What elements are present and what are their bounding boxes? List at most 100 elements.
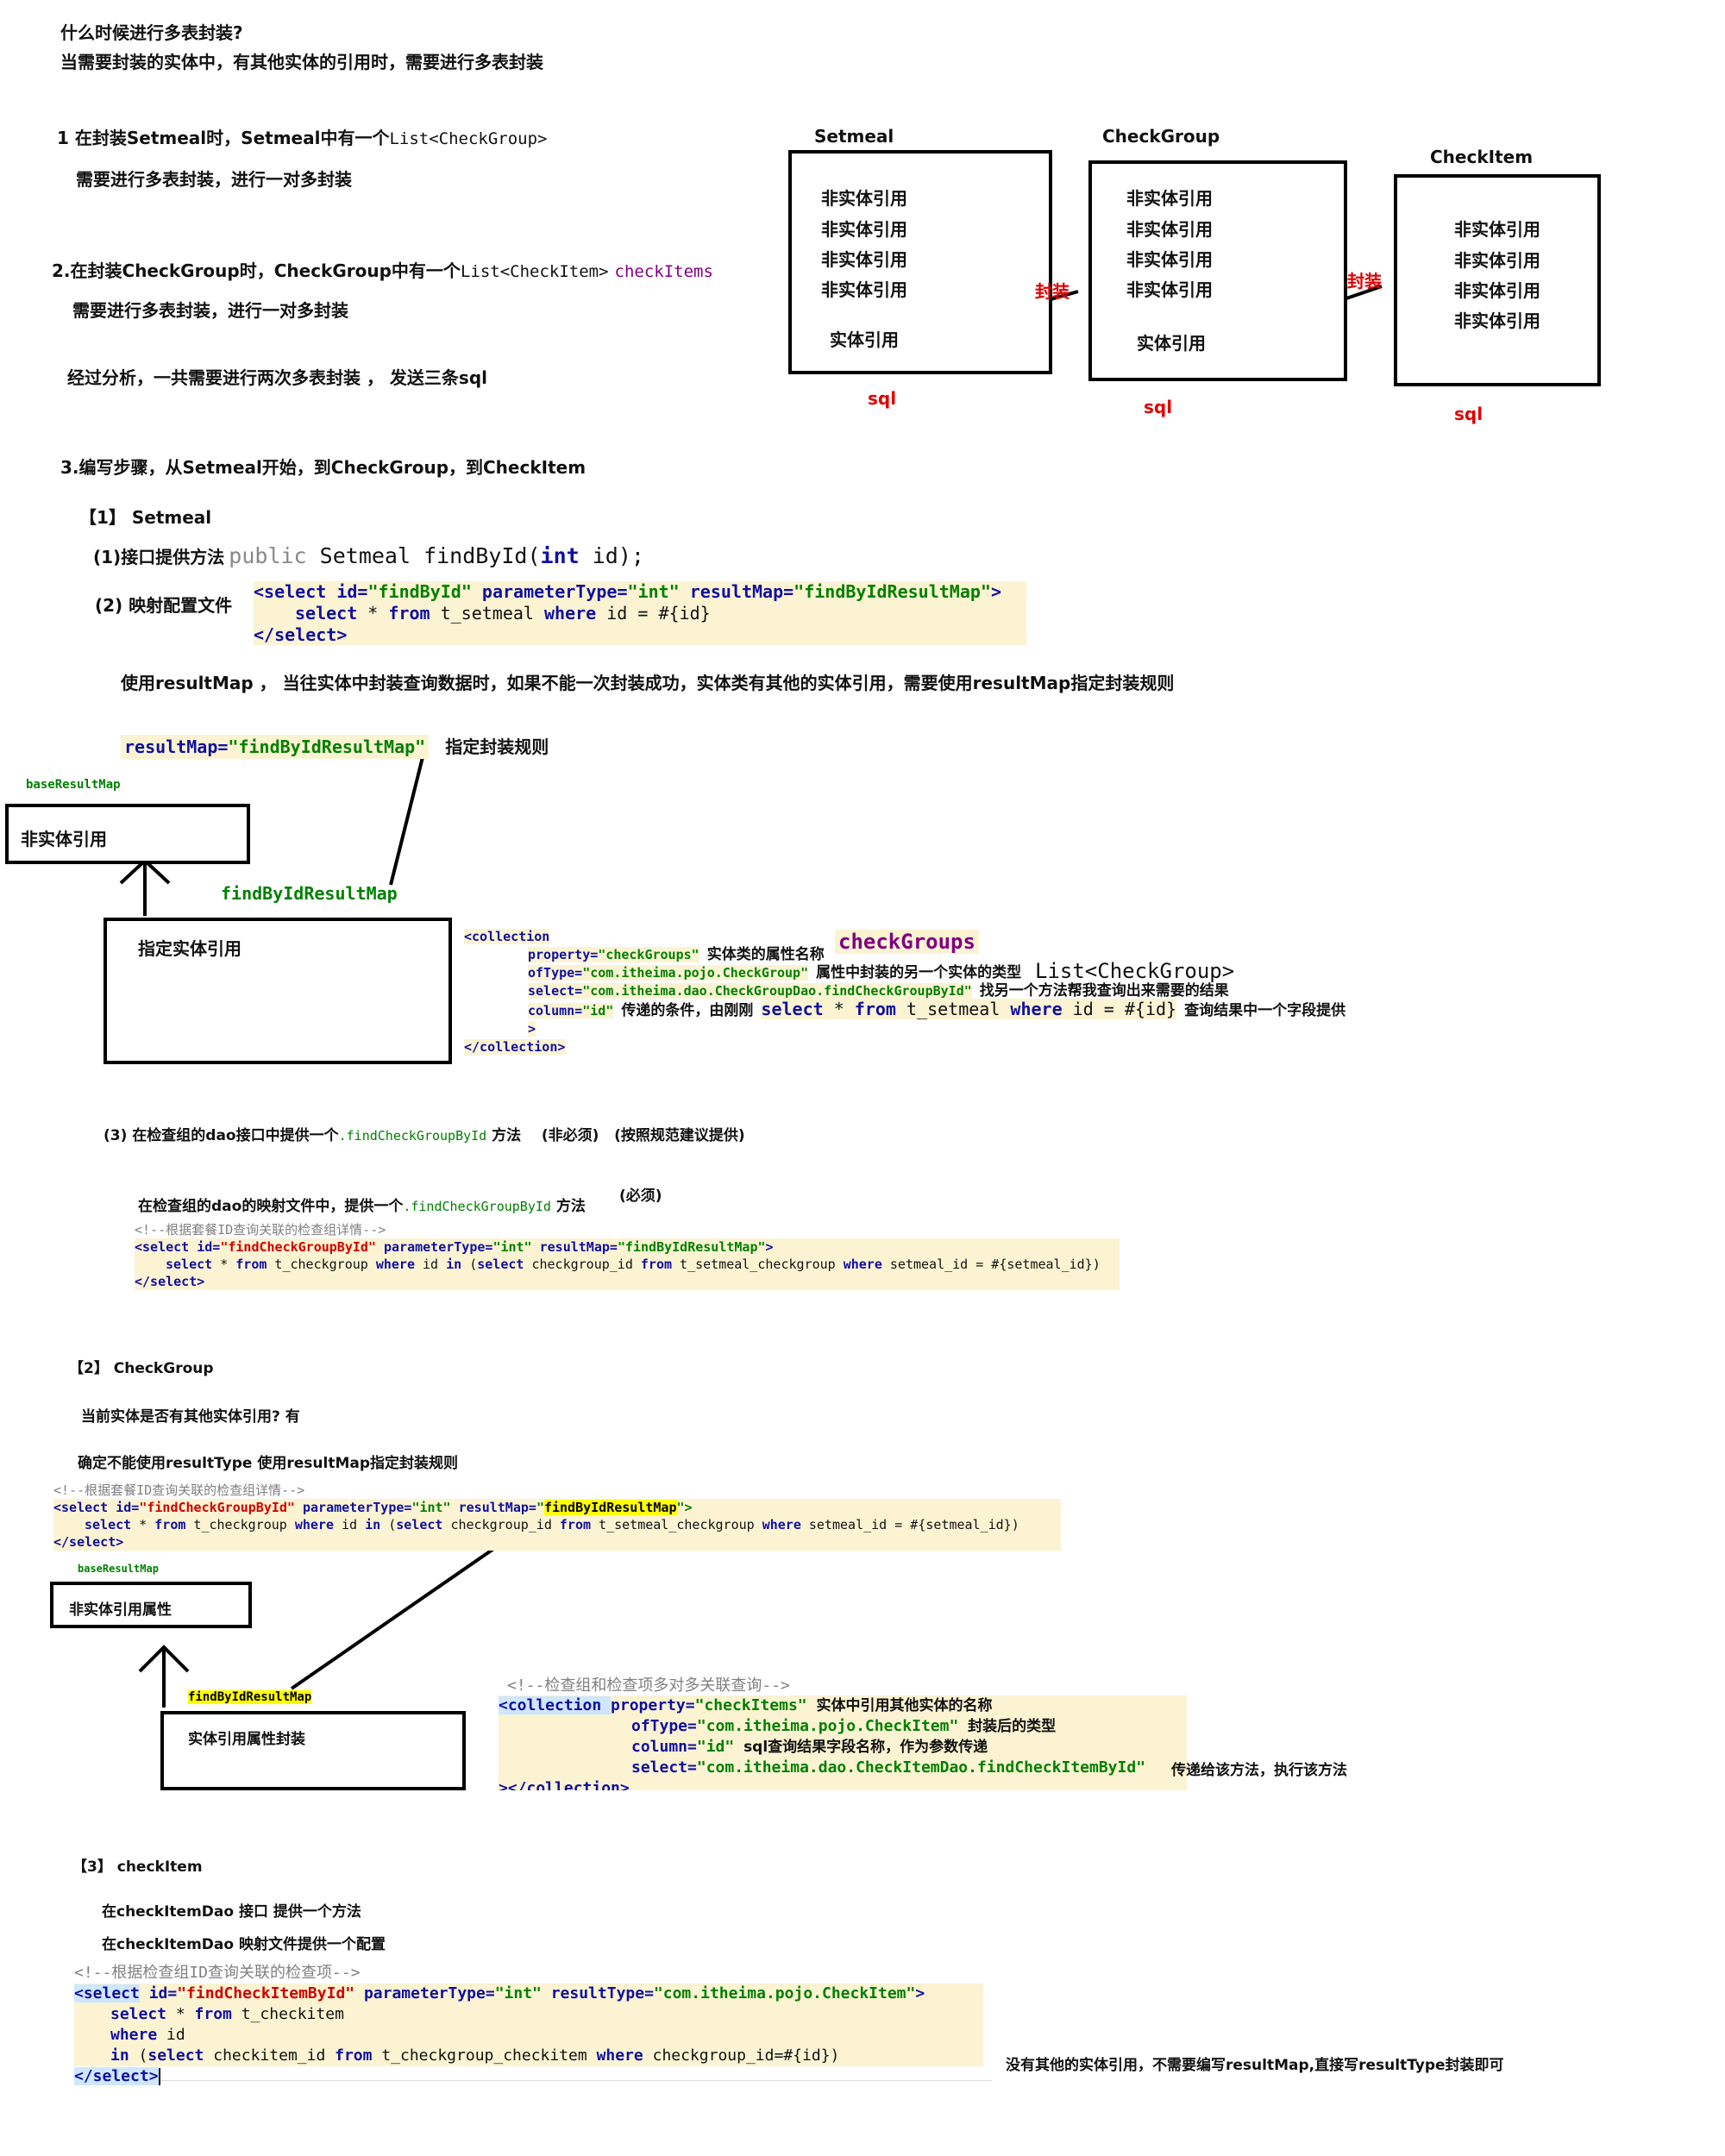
- tok: t_checkgroup: [185, 1517, 295, 1532]
- tok: setmeal_id = #{setmeal_id}): [800, 1517, 1019, 1532]
- s1-coll-of-note: 属性中封装的另一个实体的类型: [816, 964, 1022, 981]
- tok: where: [294, 1517, 334, 1532]
- connector-label-2: 封装: [1347, 271, 1382, 291]
- s3-p2: 在checkItemDao 映射文件提供一个配置: [102, 1936, 386, 1953]
- tok: select: [295, 603, 358, 624]
- tok: resultMap=: [450, 1500, 536, 1515]
- s2-question: 当前实体是否有其他实体引用? 有: [81, 1408, 300, 1426]
- tok: "findByIdResultMap": [617, 1239, 766, 1255]
- tok: </select>: [74, 2067, 159, 2085]
- setmeal-row: 非实体引用: [821, 188, 907, 209]
- s1-p3-label: (3) 在检查组的dao接口中提供一个: [104, 1127, 339, 1144]
- s1-p1-label: (1)接口提供方法: [93, 547, 225, 567]
- tok: <select: [135, 1239, 198, 1255]
- s1-resultmap-code: resultMap="findByIdResultMap": [121, 735, 430, 759]
- tok: select: [166, 1257, 213, 1272]
- s2-coll-line-1: <collection property="checkItems" 实体中引用其…: [499, 1695, 1187, 1716]
- tok: from: [154, 1517, 186, 1532]
- s1-coll-line-3: select="com.itheima.dao.CheckGroupDao.fi…: [464, 982, 1346, 1000]
- tok: *: [212, 1257, 236, 1272]
- tok: from: [559, 1517, 592, 1532]
- s2-base-box-text: 非实体引用属性: [69, 1601, 172, 1619]
- tok: "checkItems": [694, 1696, 807, 1714]
- tok: *: [166, 2005, 195, 2023]
- s1-coll-sel-note: 找另一个方法帮我查询出来需要的结果: [979, 982, 1229, 1000]
- tok: "findCheckGroupById": [220, 1239, 376, 1255]
- tok: property=: [528, 947, 599, 962]
- tok: where: [544, 603, 597, 624]
- tok: t_setmeal_checkgroup: [591, 1517, 762, 1532]
- tok: resultMap=: [124, 736, 229, 757]
- s2-coll-line-2: ofType="com.itheima.pojo.CheckItem" 封装后的…: [499, 1716, 1187, 1737]
- s3-select-code: <!--根据检查组ID查询关联的检查项--> <select id="findC…: [74, 1963, 992, 2087]
- resultmap-to-box-line: [389, 756, 424, 886]
- s2-line-1: <select id="findCheckGroupById" paramete…: [53, 1499, 1061, 1516]
- s1-p4-label: 在检查组的dao的映射文件中，提供一个: [138, 1198, 404, 1215]
- s1-coll-line-1: property="checkGroups" 实体类的属性名称: [464, 946, 1346, 964]
- analysis-step-2-field: checkItems: [614, 262, 713, 281]
- analysis-step-1-detail: 需要进行多表封装，进行一对多封装: [76, 169, 352, 190]
- tok: "com.itheima.pojo.CheckGroup": [582, 965, 809, 981]
- analysis-step-1-code: List<CheckGroup>: [389, 129, 548, 148]
- setmeal-row: 非实体引用: [821, 279, 907, 300]
- s1-p3-note: (按照规范建议提供): [614, 1127, 745, 1144]
- s1-coll-line-6: </collection>: [464, 1038, 1346, 1056]
- tok: "id": [582, 1003, 614, 1018]
- tok: ></collection>: [499, 1779, 630, 1790]
- s2-answer: 确定不能使用resultType 使用resultMap指定封装规则: [78, 1455, 459, 1472]
- checkgroup-sql-label: sql: [1144, 397, 1173, 417]
- tok: checkgroup_id: [524, 1257, 641, 1272]
- s1-p3-m: 方法: [492, 1127, 522, 1144]
- s1-find-box: 指定实体引用: [104, 918, 452, 1064]
- tok: setmeal_id = #{setmeal_id}): [881, 1257, 1101, 1272]
- inherit-arrow-2: [138, 1645, 190, 1708]
- checkgroup-row: 非实体引用: [1126, 249, 1213, 270]
- tok: t_setmeal_checkgroup: [672, 1257, 844, 1272]
- analysis-step-2: 2.在封装CheckGroup时，CheckGroup中有一个List<Chec…: [52, 257, 713, 282]
- s2-coll-line-4: select="com.itheima.dao.CheckItemDao.fin…: [499, 1758, 1187, 1778]
- tok: <select: [254, 581, 337, 602]
- tok: select: [110, 2005, 167, 2023]
- tok: >: [915, 1984, 925, 2002]
- tok: from: [640, 1257, 673, 1272]
- checkitem-sql-label: sql: [1454, 404, 1484, 424]
- tok: ">: [676, 1500, 693, 1515]
- setmeal-entity-ref: 实体引用: [830, 329, 899, 350]
- checkgroup-row: 非实体引用: [1126, 219, 1213, 240]
- tok: t_checkitem: [231, 2005, 344, 2023]
- tok: "findByIdResultMap": [794, 581, 991, 602]
- tok: from: [194, 2005, 232, 2023]
- tok: in: [365, 1517, 381, 1532]
- tok: select=: [528, 983, 583, 999]
- s2-col-note: sql查询结果字段名称，作为参数传递: [743, 1739, 988, 1756]
- tok: parameterType=: [354, 1984, 495, 2002]
- tok: >: [528, 1021, 536, 1037]
- s1-p4: 在检查组的dao的映射文件中，提供一个.findCheckGroupById 方…: [138, 1194, 586, 1215]
- tok: id: [415, 1257, 447, 1272]
- tok: where: [596, 2046, 643, 2065]
- tok: where: [110, 2026, 158, 2044]
- s1-base-box-text: 非实体引用: [21, 829, 107, 849]
- s1-code-line-2: select * from t_setmeal where id = #{id}: [254, 603, 1026, 624]
- s1-cg-code: <!--根据套餐ID查询关联的检查组详情--> <select id="find…: [135, 1221, 1120, 1290]
- tok: >: [990, 581, 1001, 602]
- tok: from: [388, 603, 430, 624]
- tok: "findCheckGroupById": [139, 1500, 295, 1515]
- tok: <select: [53, 1500, 116, 1515]
- s1-p1-kw: public: [229, 543, 307, 568]
- intro-question: 什么时候进行多表封装?: [60, 22, 243, 43]
- s2-coll-comment: <!--检查组和检查项多对多关联查询-->: [507, 1677, 790, 1695]
- s1-cg-line-2: select * from t_checkgroup where id in (…: [135, 1256, 1120, 1273]
- s1-p4-code: .findCheckGroupById: [403, 1199, 551, 1214]
- tok: id=: [197, 1239, 221, 1255]
- s1-resultmap-line: resultMap="findByIdResultMap" 指定封装规则: [121, 733, 549, 759]
- s1-coll-col-note: 传递的条件，由刚刚: [621, 1002, 754, 1019]
- tok: id=: [336, 581, 368, 602]
- tok: *: [131, 1517, 155, 1532]
- s3-header: 【3】 checkItem: [72, 1858, 203, 1876]
- tok: parameterType=: [471, 581, 628, 602]
- s1-p2-label: (2) 映射配置文件: [95, 595, 233, 616]
- tok: "findCheckItemById": [177, 1984, 355, 2002]
- s2-collection-code: <collection property="checkItems" 实体中引用其…: [499, 1695, 1187, 1790]
- s1-coll-line-0: <collection: [464, 928, 1346, 946]
